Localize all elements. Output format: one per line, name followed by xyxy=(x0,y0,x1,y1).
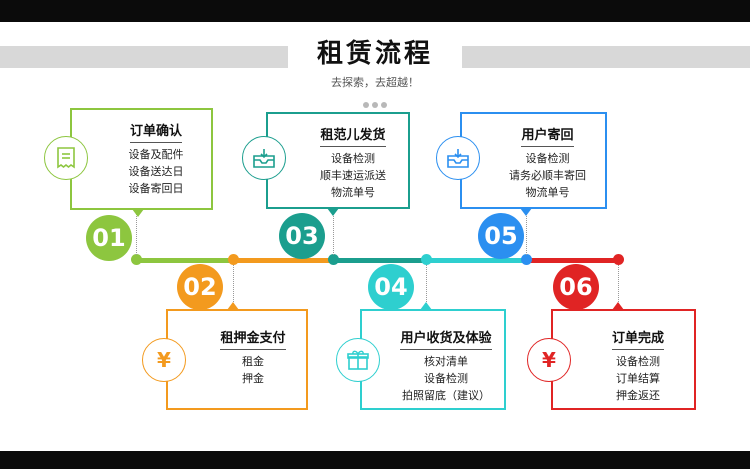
step-line: 押金返还 xyxy=(616,389,660,402)
card-tail-6 xyxy=(612,302,624,310)
outbox-icon xyxy=(436,136,480,180)
step-title: 订单完成 xyxy=(611,327,664,350)
timeline-node-2 xyxy=(228,254,239,265)
timeline-segment-4 xyxy=(427,258,527,263)
outbox-icon xyxy=(242,136,286,180)
bottom-letterbox-bar xyxy=(0,451,750,469)
step-line: 拍照留底（建议） xyxy=(402,389,490,402)
step-card-1: 订单确认 设备及配件 设备送达日 设备寄回日 xyxy=(44,108,213,210)
step-line: 物流单号 xyxy=(331,186,375,199)
step-line: 设备寄回日 xyxy=(128,182,184,195)
step-card-2: ¥ 租押金支付 租金 押金 xyxy=(142,309,308,410)
top-letterbox-bar xyxy=(0,0,750,22)
timeline-segment-5 xyxy=(527,258,619,263)
connector-4 xyxy=(426,265,427,310)
timeline-node-6 xyxy=(613,254,624,265)
step-card-3: 租范儿发货 设备检测 顺丰速运派送 物流单号 xyxy=(242,112,410,209)
page-title: 租赁流程 xyxy=(316,39,433,69)
card-tail-5 xyxy=(520,208,532,216)
receipt-icon xyxy=(44,136,88,180)
page-subtitle: 去探索，去超越！ xyxy=(331,76,419,89)
timeline-node-5 xyxy=(521,254,532,265)
step-number-badge-2: 02 xyxy=(177,264,223,310)
step-line: 设备检测 xyxy=(525,152,570,165)
timeline-segment-2 xyxy=(233,258,333,263)
connector-3 xyxy=(333,210,334,255)
step-line: 租金 xyxy=(242,355,264,368)
title-box: 租赁流程 xyxy=(288,34,462,74)
pager-dot xyxy=(381,102,387,108)
step-number-badge-1: 01 xyxy=(86,215,132,261)
step-line: 设备及配件 xyxy=(128,148,184,161)
step-line: 设备检测 xyxy=(331,152,375,165)
step-line: 顺丰速运派送 xyxy=(320,169,386,182)
step-title: 用户寄回 xyxy=(521,124,574,147)
step-line: 设备检测 xyxy=(616,355,660,368)
connector-5 xyxy=(526,210,527,255)
step-number-badge-5: 05 xyxy=(478,213,524,259)
yen-icon: ¥ xyxy=(527,338,571,382)
gift-box-icon xyxy=(336,338,380,382)
timeline-segment-1 xyxy=(132,258,233,263)
step-line: 请务必顺丰寄回 xyxy=(509,169,586,182)
step-number-badge-3: 03 xyxy=(279,213,325,259)
connector-2 xyxy=(233,265,234,310)
step-card-5: 用户寄回 设备检测 请务必顺丰寄回 物流单号 xyxy=(436,112,607,209)
step-number-badge-4: 04 xyxy=(368,264,414,310)
timeline-node-1 xyxy=(131,254,142,265)
timeline-node-3 xyxy=(328,254,339,265)
connector-1 xyxy=(136,210,137,255)
pager-dot xyxy=(372,102,378,108)
card-tail-2 xyxy=(227,302,239,310)
step-line: 设备送达日 xyxy=(128,165,184,178)
timeline-node-4 xyxy=(421,254,432,265)
step-line: 核对清单 xyxy=(424,355,468,368)
step-title: 租押金支付 xyxy=(220,327,286,350)
step-title: 用户收货及体验 xyxy=(400,327,492,350)
step-number-badge-6: 06 xyxy=(553,264,599,310)
step-line: 物流单号 xyxy=(525,186,570,199)
card-tail-4 xyxy=(420,302,432,310)
pager-dots xyxy=(363,93,390,112)
step-card-4: 用户收货及体验 核对清单 设备检测 拍照留底（建议） xyxy=(336,309,506,410)
step-line: 押金 xyxy=(242,372,264,385)
card-tail-3 xyxy=(327,208,339,216)
step-line: 设备检测 xyxy=(424,372,468,385)
step-title: 订单确认 xyxy=(129,120,182,143)
step-line: 订单结算 xyxy=(616,372,660,385)
connector-6 xyxy=(618,265,619,310)
step-card-6: ¥ 订单完成 设备检测 订单结算 押金返还 xyxy=(527,309,696,410)
pager-dot xyxy=(363,102,369,108)
step-title: 租范儿发货 xyxy=(320,124,386,147)
yen-icon: ¥ xyxy=(142,338,186,382)
card-tail-1 xyxy=(132,209,144,217)
timeline-segment-3 xyxy=(333,258,427,263)
